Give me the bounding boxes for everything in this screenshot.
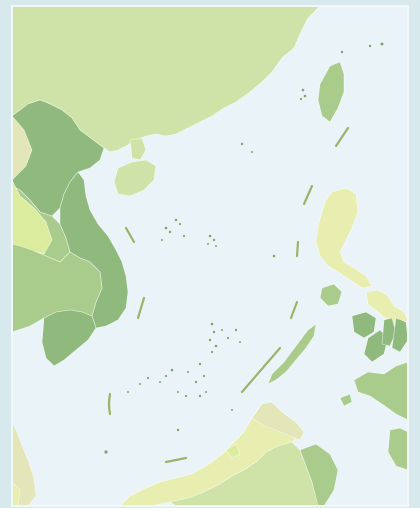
spratly-islands	[104, 322, 241, 454]
land-cambodia	[11, 243, 103, 333]
islet	[104, 450, 108, 454]
islet	[368, 44, 372, 48]
islet	[164, 374, 168, 378]
islet	[215, 245, 217, 247]
islet	[210, 350, 214, 354]
land-borneo-east	[299, 443, 339, 507]
islet	[231, 409, 233, 411]
land-vietnam-south	[41, 309, 97, 367]
islet	[182, 234, 186, 238]
islet	[168, 230, 172, 234]
islet	[251, 151, 253, 153]
islet	[198, 394, 202, 398]
dashed-boundary-line	[107, 126, 350, 464]
islet	[187, 371, 189, 373]
map-border	[11, 5, 409, 507]
islet	[177, 391, 179, 393]
islet	[299, 97, 303, 101]
islet	[210, 322, 214, 326]
islet	[212, 330, 216, 334]
paracel-islands	[161, 218, 217, 247]
land-mindoro	[319, 283, 343, 307]
islet	[380, 42, 384, 46]
boundary-dash	[136, 296, 146, 320]
islet	[178, 222, 182, 226]
land-leyte	[391, 317, 409, 353]
islet	[161, 239, 163, 241]
islet	[221, 329, 223, 331]
islet	[208, 338, 212, 342]
islet	[272, 254, 276, 258]
islet	[234, 328, 238, 332]
islet	[205, 391, 207, 393]
islet	[226, 336, 230, 340]
islet	[212, 238, 216, 242]
land-brunei	[225, 443, 241, 459]
islet	[170, 368, 174, 372]
islet	[198, 362, 202, 366]
islet	[164, 226, 168, 230]
boundary-dash	[124, 226, 136, 244]
land-panay	[351, 311, 377, 339]
land-taiwan	[317, 61, 345, 123]
islet	[202, 374, 206, 378]
islet	[139, 383, 141, 385]
islet	[240, 142, 244, 146]
islet	[303, 94, 307, 98]
islet	[239, 341, 241, 343]
islet	[208, 234, 212, 238]
islet	[301, 88, 305, 92]
islet	[146, 376, 150, 380]
boundary-dash	[334, 126, 350, 148]
islet	[340, 50, 344, 54]
land-borneo-sabah	[251, 401, 305, 441]
islet	[159, 381, 161, 383]
boundary-dash	[240, 346, 282, 394]
islet	[194, 380, 198, 384]
boundary-dash	[302, 184, 314, 206]
islet	[184, 394, 188, 398]
islet	[174, 218, 178, 222]
land-sulu	[339, 393, 353, 407]
land-luzon	[315, 187, 373, 289]
boundary-dash	[107, 392, 112, 416]
islet	[127, 391, 129, 393]
land-hainan	[113, 159, 157, 197]
land-palawan	[267, 323, 317, 385]
land-leizhou	[129, 137, 147, 161]
boundary-dash	[295, 240, 300, 258]
islet	[214, 344, 218, 348]
islet	[207, 243, 209, 245]
boundary-dash	[164, 456, 188, 464]
islet	[176, 428, 180, 432]
boundary-dash	[289, 300, 299, 320]
land-negros	[363, 329, 389, 363]
